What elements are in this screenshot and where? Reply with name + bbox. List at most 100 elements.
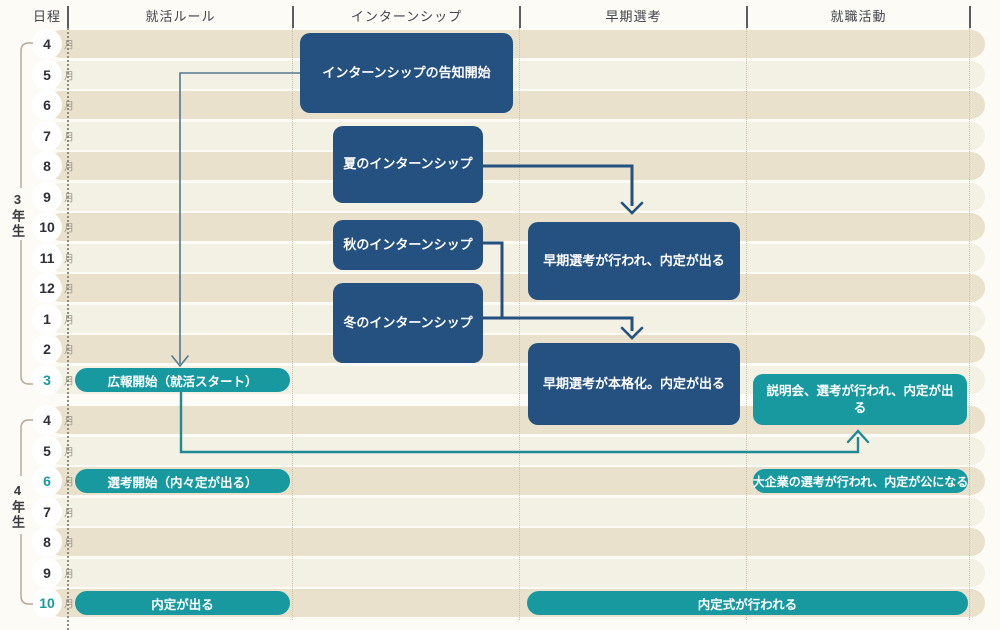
month-row: 12 月 <box>0 273 1000 303</box>
month-number: 6 <box>43 473 51 489</box>
month-circle: 10 <box>32 588 62 618</box>
month-suffix: 月 <box>64 599 74 611</box>
row-stripe <box>47 497 985 526</box>
box-early-selection: 早期選考が行われ、内定が出る <box>528 222 740 300</box>
month-number: 4 <box>43 36 51 52</box>
month-suffix: 月 <box>64 223 74 235</box>
month-number: 1 <box>43 310 51 327</box>
month-suffix: 月 <box>64 193 74 204</box>
month-row: 7 月 <box>0 496 1000 527</box>
month-circle: 9 <box>32 557 62 588</box>
month-row: 4 月 <box>0 29 1000 59</box>
month-row: 10 月 <box>0 212 1000 242</box>
year4-label: 4年生 <box>10 482 25 530</box>
month-row: 8 月 <box>0 151 1000 181</box>
column-divider <box>969 28 970 620</box>
month-number: 9 <box>43 564 51 581</box>
row-stripe <box>47 30 985 58</box>
month-suffix: 月 <box>64 447 74 458</box>
month-circle: 3 <box>32 364 62 395</box>
box-internship-announce: インターンシップの告知開始 <box>300 33 513 113</box>
month-suffix: 月 <box>64 416 74 428</box>
month-row: 8 月 <box>0 527 1000 557</box>
month-circle: 4 <box>32 405 62 435</box>
month-number: 7 <box>43 503 51 520</box>
pill-offer-out: 内定が出る <box>75 591 290 615</box>
month-number: 6 <box>43 97 51 113</box>
month-suffix: 月 <box>64 284 74 296</box>
box-seminar-selection: 説明会、選考が行われ、内定が出る <box>753 374 967 425</box>
month-circle: 5 <box>32 59 62 90</box>
month-row: 1 月 <box>0 303 1000 334</box>
month-suffix: 月 <box>64 40 74 52</box>
month-suffix: 月 <box>64 376 74 387</box>
column-divider <box>67 28 69 630</box>
month-row: 2 月 <box>0 334 1000 364</box>
pill-selection-start: 選考開始（内々定が出る） <box>75 469 290 493</box>
row-stripe <box>47 436 985 465</box>
month-circle: 8 <box>32 151 62 181</box>
box-summer-internship: 夏のインターンシップ <box>333 126 483 203</box>
month-number: 8 <box>43 158 51 174</box>
month-suffix: 月 <box>64 477 74 489</box>
month-suffix: 月 <box>64 254 74 265</box>
month-circle: 7 <box>32 496 62 527</box>
column-header-jobhunt: 就職活動 <box>830 9 887 24</box>
month-number: 5 <box>43 66 51 83</box>
month-number: 8 <box>43 534 51 550</box>
month-circle: 1 <box>32 303 62 334</box>
month-suffix: 月 <box>64 71 74 82</box>
month-number: 9 <box>43 188 51 205</box>
month-circle: 6 <box>32 90 62 120</box>
month-suffix: 月 <box>64 162 74 174</box>
month-suffix: 月 <box>64 315 74 326</box>
month-circle: 4 <box>32 29 62 59</box>
year3-label: 3年生 <box>10 191 25 239</box>
month-suffix: 月 <box>64 569 74 580</box>
row-stripe <box>47 60 985 89</box>
column-header-rules: 就活ルール <box>145 9 216 24</box>
month-row: 5 月 <box>0 435 1000 466</box>
column-header-schedule: 日程 <box>32 9 61 24</box>
month-circle: 8 <box>32 527 62 557</box>
header-tick <box>67 6 69 28</box>
month-row: 7 月 <box>0 120 1000 151</box>
month-number: 3 <box>43 371 51 388</box>
month-number: 2 <box>43 341 51 357</box>
row-stripe <box>47 121 985 150</box>
pill-large-company: 大企業の選考が行われ、内定が公になる <box>753 469 968 493</box>
row-stripe <box>47 558 985 587</box>
row-stripe <box>47 528 985 556</box>
month-number: 10 <box>39 219 55 235</box>
month-suffix: 月 <box>64 101 74 113</box>
month-circle: 5 <box>32 435 62 466</box>
month-suffix: 月 <box>64 538 74 550</box>
header-tick <box>969 6 971 28</box>
row-stripe <box>47 335 985 363</box>
month-number: 5 <box>43 442 51 459</box>
month-number: 12 <box>39 280 55 296</box>
row-stripe <box>47 274 985 302</box>
row-stripe <box>47 304 985 333</box>
month-circle: 10 <box>32 212 62 242</box>
month-circle: 12 <box>32 273 62 303</box>
box-early-selection-full: 早期選考が本格化。内定が出る <box>528 343 740 425</box>
month-suffix: 月 <box>64 345 74 357</box>
month-number: 11 <box>39 249 55 266</box>
header-tick <box>746 6 748 28</box>
month-number: 4 <box>43 412 51 428</box>
month-row: 11 月 <box>0 242 1000 273</box>
column-header-early: 早期選考 <box>605 9 662 24</box>
month-circle: 2 <box>32 334 62 364</box>
month-circle: 11 <box>32 242 62 273</box>
column-divider <box>292 28 293 620</box>
column-header-internship: インターンシップ <box>350 9 463 24</box>
month-row: 5 月 <box>0 59 1000 90</box>
month-circle: 9 <box>32 181 62 212</box>
row-stripe <box>47 152 985 180</box>
header-tick <box>519 6 521 28</box>
month-row: 9 月 <box>0 557 1000 588</box>
header-tick <box>292 6 294 28</box>
box-autumn-internship: 秋のインターンシップ <box>333 220 483 270</box>
